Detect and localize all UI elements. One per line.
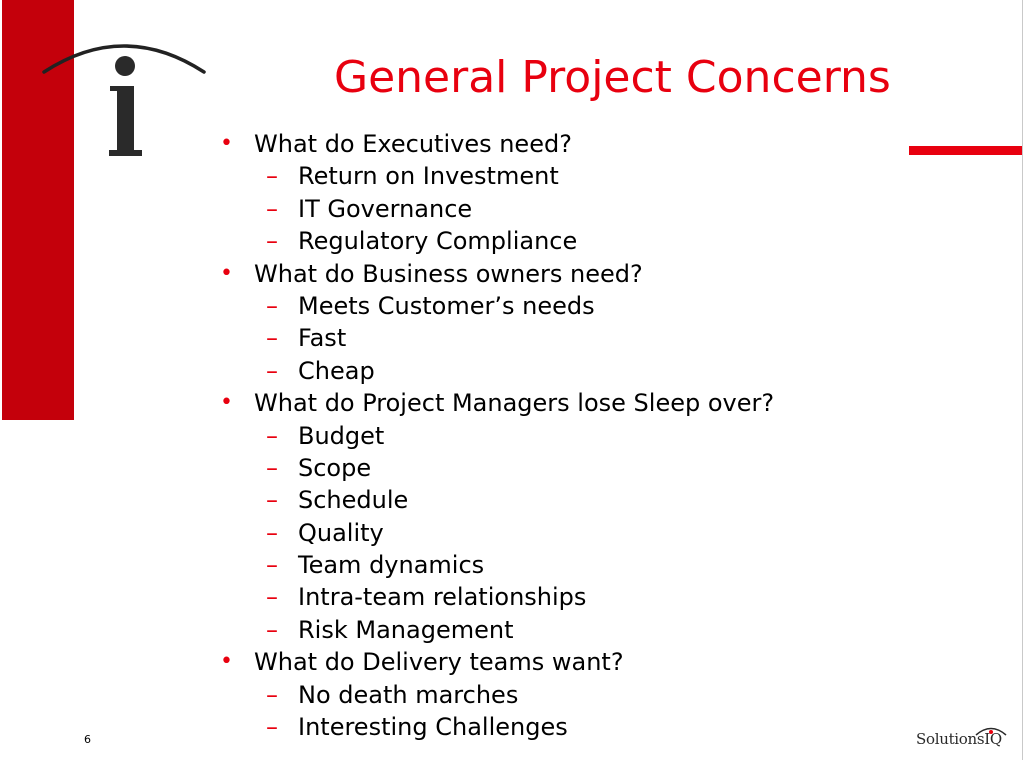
bullet-text: Meets Customer’s needs [298,291,595,320]
bullet-dash-icon: – [266,324,278,353]
title-accent-line [909,146,1023,155]
bullet-dash-icon: – [266,356,278,385]
bullet-dot-icon: • [220,131,233,156]
bullet-dash-icon: – [266,194,278,223]
sub-bullet-item: –Return on Investment [216,160,774,192]
bullet-text: What do Delivery teams want? [254,648,624,677]
bullet-text: Scope [298,453,372,482]
bullet-text: Cheap [298,356,375,385]
slide-title: General Project Concerns [334,52,891,103]
sub-bullet-item: –Intra-team relationships [216,581,774,613]
bullet-item: • What do Project Managers lose Sleep ove… [216,387,774,419]
sub-bullet-item: –Schedule [216,484,774,516]
bullet-text: What do Executives need? [254,130,572,158]
bullet-text: Risk Management [298,615,514,644]
brand-name: SolutionsIQ [916,730,1002,748]
info-i-logo-icon [42,44,206,156]
brand-arc-icon [975,727,1007,736]
sub-bullet-item: –Cheap [216,355,774,387]
bullet-dot-icon: • [220,390,233,416]
bullet-dash-icon: – [266,680,278,709]
bullet-dash-icon: – [266,421,278,450]
sub-bullet-item: –Interesting Challenges [216,711,774,743]
bullet-text: Budget [298,421,385,450]
bullet-dash-icon: – [266,615,278,644]
bullet-text: Regulatory Compliance [298,227,578,256]
bullet-text: Fast [298,324,347,353]
bullet-text: Team dynamics [298,551,485,580]
sub-bullet-item: –Quality [216,517,774,549]
sub-bullet-item: –No death marches [216,679,774,711]
sub-bullet-item: –Team dynamics [216,549,774,581]
sub-bullet-item: –IT Governance [216,193,774,225]
bullet-text: What do Business owners need? [254,259,643,288]
bullet-dot-icon: • [220,649,233,675]
bullet-dash-icon: – [266,518,278,547]
bullet-text: Schedule [298,486,409,515]
sub-bullet-item: –Regulatory Compliance [216,225,774,257]
bullet-dash-icon: – [266,583,278,612]
bullet-item: • What do Executives need? [216,128,774,160]
bullet-dash-icon: – [266,227,278,256]
bullet-dash-icon: – [266,551,278,580]
bullet-text: Quality [298,518,384,547]
bullet-dot-icon: • [220,260,233,286]
sub-bullet-item: –Risk Management [216,614,774,646]
sub-bullet-item: –Scope [216,452,774,484]
bullet-text: Return on Investment [298,162,559,191]
bullet-dash-icon: – [266,453,278,482]
sub-bullet-item: –Meets Customer’s needs [216,290,774,322]
sub-bullet-item: –Budget [216,420,774,452]
bullet-text: What do Project Managers lose Sleep over… [254,389,775,418]
bullet-dash-icon: – [266,486,278,515]
solutionsiq-logo: SolutionsIQ [916,724,1008,754]
bullet-text: No death marches [298,680,519,709]
bullet-text: Interesting Challenges [298,713,568,742]
bullet-list: •What do Executives need?–Return on Inve… [216,128,774,743]
bullet-dash-icon: – [266,162,278,191]
bullet-item: • What do Delivery teams want? [216,646,774,678]
page-number: 6 [84,733,91,746]
sub-bullet-item: –Fast [216,322,774,354]
bullet-item: • What do Business owners need? [216,258,774,290]
red-side-bar [2,0,74,420]
bullet-dash-icon: – [266,291,278,320]
bullet-text: Intra-team relationships [298,583,587,612]
bullet-text: IT Governance [298,194,473,223]
bullet-dash-icon: – [266,713,278,742]
